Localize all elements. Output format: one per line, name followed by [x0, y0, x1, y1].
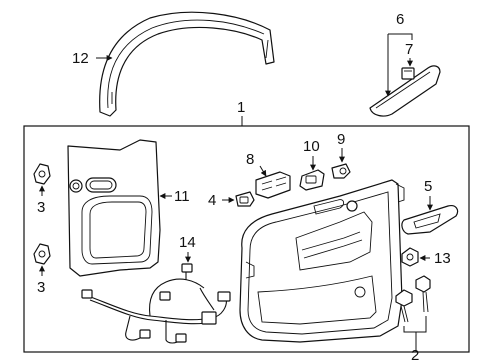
callout-4: 4: [208, 192, 216, 209]
trim-molding-part-6: [369, 65, 441, 117]
switch-part-9: [331, 163, 351, 179]
callout-2: 2: [411, 347, 419, 360]
callout-3-lower: 3: [37, 279, 45, 296]
switch-part-10: [299, 169, 325, 191]
callout-5: 5: [424, 178, 432, 195]
callout-3-upper: 3: [37, 199, 45, 216]
leader-2: [403, 316, 427, 352]
bolts-part-2: [395, 275, 431, 323]
leader-8: [259, 165, 267, 177]
callout-13: 13: [434, 250, 451, 267]
frame-molding-part-12: [99, 11, 275, 117]
callout-8: 8: [246, 151, 254, 168]
callout-11: 11: [174, 188, 190, 205]
callout-10: 10: [303, 138, 320, 155]
callout-14: 14: [179, 234, 196, 251]
window-switch-part-8: [255, 171, 291, 199]
wiring-harness-part-14: [81, 263, 231, 344]
retainer-part-3-lower: [33, 243, 51, 265]
assembly-box: [23, 125, 470, 353]
callout-1: 1: [237, 99, 245, 116]
leader-lines: [39, 33, 433, 352]
callout-12: 12: [72, 50, 89, 67]
callout-9: 9: [337, 131, 345, 148]
retainer-part-3-upper: [33, 163, 51, 185]
nut-part-13: [401, 247, 419, 267]
handle-bezel-part-5: [401, 205, 459, 235]
bezel-part-4: [235, 191, 255, 207]
deflector-panel-part-11: [67, 139, 161, 277]
door-trim-panel: [239, 179, 405, 343]
callout-6: 6: [396, 11, 404, 28]
callout-7: 7: [405, 41, 413, 58]
callout-labels: 1 2 3 3 4 5 6 7 8 10 9 11 12 13 14: [37, 11, 451, 360]
clip-part-7: [401, 67, 415, 80]
